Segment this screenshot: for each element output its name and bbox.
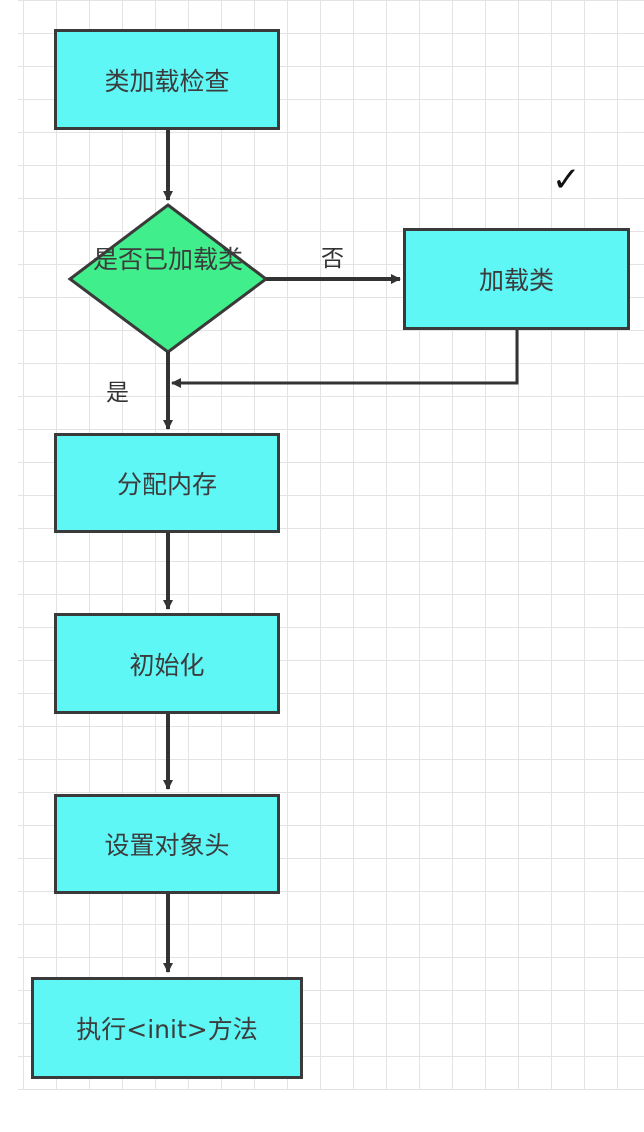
node-execute-init: 执行<init>方法 [31,977,303,1079]
node-load-class: 加载类 [403,228,630,330]
node-class-load-check: 类加载检查 [54,29,280,130]
background-grid [18,0,644,1090]
node-is-loaded-label: 是否已加载类 [92,245,243,274]
node-allocate-memory: 分配内存 [54,433,280,533]
node-initialize: 初始化 [54,613,280,714]
edge-load-class-to-merge [171,330,519,388]
node-execute-init-label: 执行<init>方法 [76,1015,258,1044]
node-set-object-header-label: 设置对象头 [104,831,230,860]
edge-label-no: 否 [321,246,344,272]
node-allocate-memory-label: 分配内存 [116,470,217,499]
node-initialize-label: 初始化 [129,650,205,680]
edge-label-yes: 是 [106,380,129,406]
decision-diamond-shape [67,203,269,354]
node-class-load-check-label: 类加载检查 [104,66,230,96]
node-set-object-header: 设置对象头 [54,794,280,894]
node-load-class-label: 加载类 [478,266,554,295]
check-icon: ✓ [552,160,581,200]
